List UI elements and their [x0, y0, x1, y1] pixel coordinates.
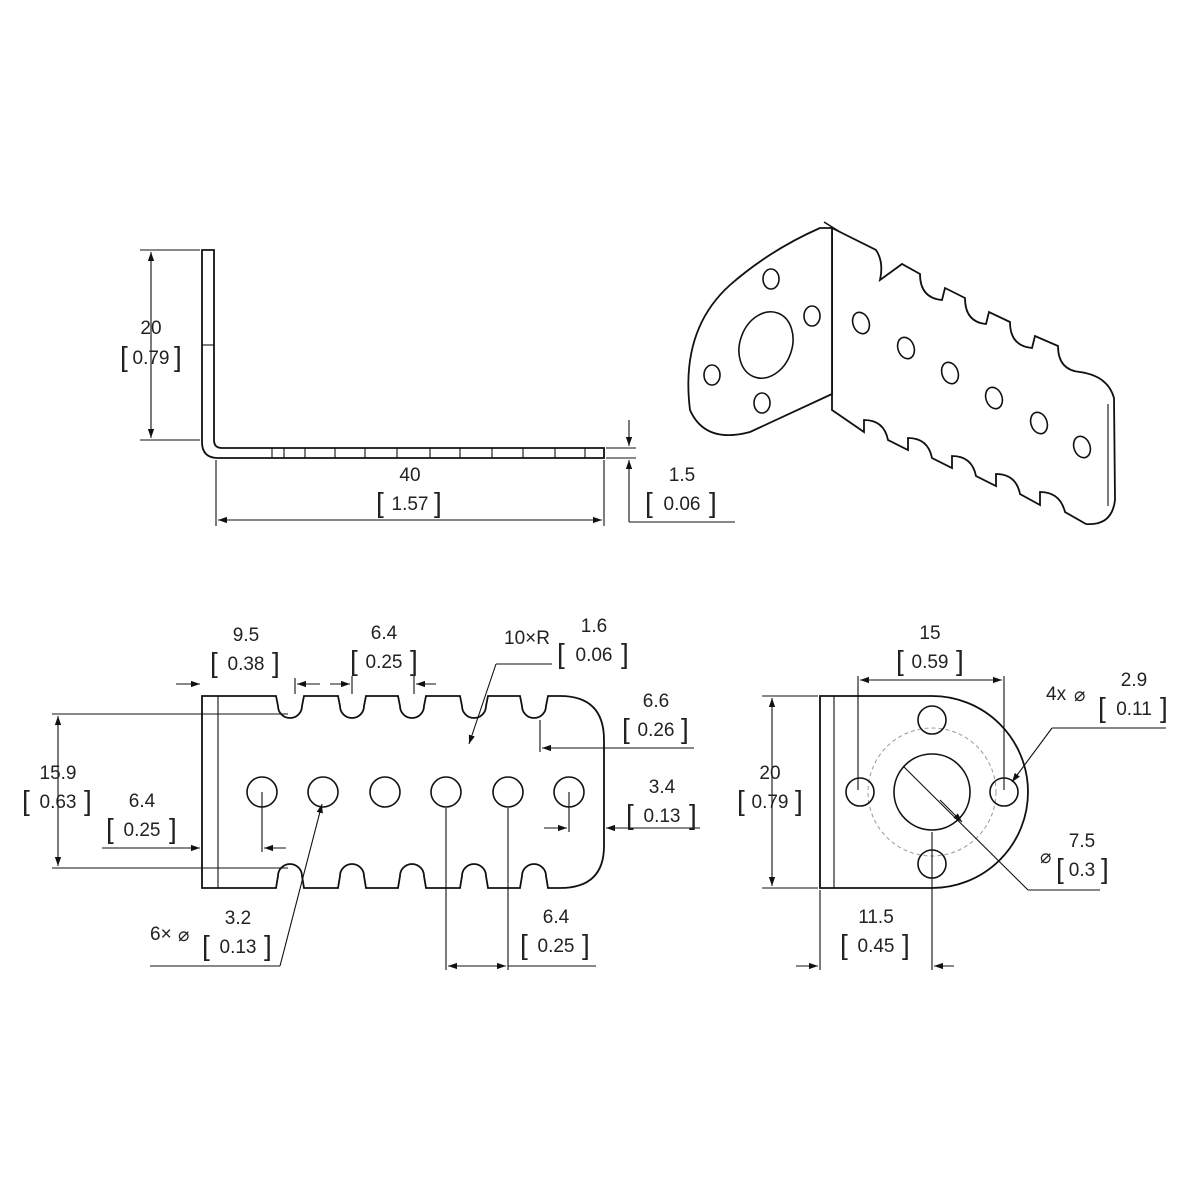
row-span-bracket-close: ]	[84, 785, 92, 816]
iso-vertical-plate	[687, 227, 833, 436]
center-hole-bracket-open: [	[1056, 853, 1064, 884]
center-offset-bracket-open: [	[840, 929, 848, 960]
side-height-mm: 20	[140, 318, 161, 339]
bolt-hole-bracket-close: ]	[1160, 692, 1168, 723]
notch-offset-bracket-close: ]	[272, 647, 280, 678]
hole-dia-bracket-close: ]	[264, 930, 272, 961]
end-view: 15 [ 0.59 ] 4x ⌀ 2.9 [ 0.11 ] 20 [ 0.79 …	[737, 623, 1168, 970]
hole-pitch-bracket-close: ]	[582, 929, 590, 960]
hole-edge-bracket-close: ]	[689, 799, 697, 830]
hole-dia-prefix: 6×	[150, 924, 172, 945]
bolt-hole-bracket-open: [	[1098, 692, 1106, 723]
profile-hole-ticks	[271, 448, 586, 458]
hole-edge-bracket-open: [	[626, 799, 634, 830]
end-plate-outline	[819, 695, 1029, 889]
isometric-view	[687, 221, 1116, 525]
side-length-bracket-close: ]	[434, 487, 442, 518]
side-length-mm: 40	[399, 465, 420, 486]
hole-row-offset-bracket-open: [	[106, 813, 114, 844]
notch-offset-mm: 9.5	[233, 625, 259, 646]
notch-radius-prefix: 10×R	[504, 628, 550, 649]
iso-flange-holes	[851, 311, 1092, 459]
hole-pitch-in: 0.25	[538, 936, 575, 957]
notch-offset-bracket-open: [	[210, 647, 218, 678]
center-hole-symbol: ⌀	[1040, 847, 1051, 868]
end-height-bracket-open: [	[737, 785, 745, 816]
bolt-hole-in: 0.11	[1116, 699, 1152, 720]
top-view: 9.5 [ 0.38 ] 6.4 [ 0.25 ] 10×R 1.6 [ 0.0…	[22, 616, 700, 970]
hole-edge-in: 0.13	[644, 806, 681, 827]
end-offset-bracket-open: [	[622, 713, 630, 744]
bolt-spacing-bracket-close: ]	[956, 645, 964, 676]
hole-row-offset-mm: 6.4	[129, 791, 156, 812]
side-view: 20 [ 0.79 ] 40 [ 1.57 ] 1.5 [ 0.06 ]	[120, 249, 735, 526]
hole-dia-bracket-open: [	[202, 930, 210, 961]
center-hole-mm: 7.5	[1069, 831, 1095, 852]
row-span-in: 0.63	[40, 792, 77, 813]
row-span-bracket-open: [	[22, 785, 30, 816]
side-thickness-bracket-close: ]	[709, 487, 717, 518]
end-offset-bracket-close: ]	[681, 713, 689, 744]
notch-pitch-bracket-open: [	[350, 645, 358, 676]
side-thickness-mm: 1.5	[669, 465, 695, 486]
end-height-mm: 20	[759, 763, 780, 784]
iso-horizontal-flange	[831, 226, 1116, 525]
end-center-hole	[893, 753, 971, 831]
end-offset-mm: 6.6	[643, 691, 669, 712]
bolt-hole-mm: 2.9	[1121, 670, 1147, 691]
end-height-in: 0.79	[752, 792, 789, 813]
side-length-in: 1.57	[392, 494, 429, 515]
bolt-hole-symbol: ⌀	[1074, 685, 1085, 706]
bracket-profile	[201, 249, 605, 459]
iso-bolt-holes	[703, 268, 821, 414]
hole-dia-mm: 3.2	[225, 908, 251, 929]
notch-radius-bracket-close: ]	[621, 638, 629, 669]
hole-row-offset-in: 0.25	[124, 820, 161, 841]
notch-radius-bracket-open: [	[557, 638, 565, 669]
notch-radius-in: 0.06	[576, 645, 613, 666]
notch-radius-mm: 1.6	[581, 616, 607, 637]
hole-pitch-bracket-open: [	[520, 929, 528, 960]
notch-pitch-in: 0.25	[366, 652, 403, 673]
notch-pitch-bracket-close: ]	[410, 645, 418, 676]
center-offset-bracket-close: ]	[902, 929, 910, 960]
side-thickness-bracket-open: [	[645, 487, 653, 518]
hole-dia-in: 0.13	[220, 937, 257, 958]
hole-dia-symbol: ⌀	[178, 925, 189, 946]
side-height-bracket-close: ]	[174, 341, 182, 372]
end-offset-in: 0.26	[638, 720, 675, 741]
hole-pitch-mm: 6.4	[543, 907, 570, 928]
iso-center-hole	[738, 311, 794, 379]
flange-outline	[201, 695, 605, 889]
hole-row-offset-bracket-close: ]	[169, 813, 177, 844]
bolt-spacing-mm: 15	[919, 623, 940, 644]
hole-edge-mm: 3.4	[649, 777, 676, 798]
center-offset-in: 0.45	[858, 936, 895, 957]
bolt-hole-prefix: 4x	[1046, 684, 1067, 705]
center-hole-in: 0.3	[1069, 860, 1095, 881]
notch-pitch-mm: 6.4	[371, 623, 398, 644]
center-offset-mm: 11.5	[858, 907, 894, 928]
side-length-bracket-open: [	[376, 487, 384, 518]
side-height-in: 0.79	[133, 348, 170, 369]
bolt-spacing-bracket-open: [	[896, 645, 904, 676]
bolt-spacing-in: 0.59	[912, 652, 949, 673]
row-span-mm: 15.9	[40, 763, 77, 784]
center-hole-bracket-close: ]	[1101, 853, 1109, 884]
side-height-bracket-open: [	[120, 341, 128, 372]
notch-offset-in: 0.38	[228, 654, 265, 675]
side-thickness-in: 0.06	[664, 494, 701, 515]
end-height-bracket-close: ]	[795, 785, 803, 816]
